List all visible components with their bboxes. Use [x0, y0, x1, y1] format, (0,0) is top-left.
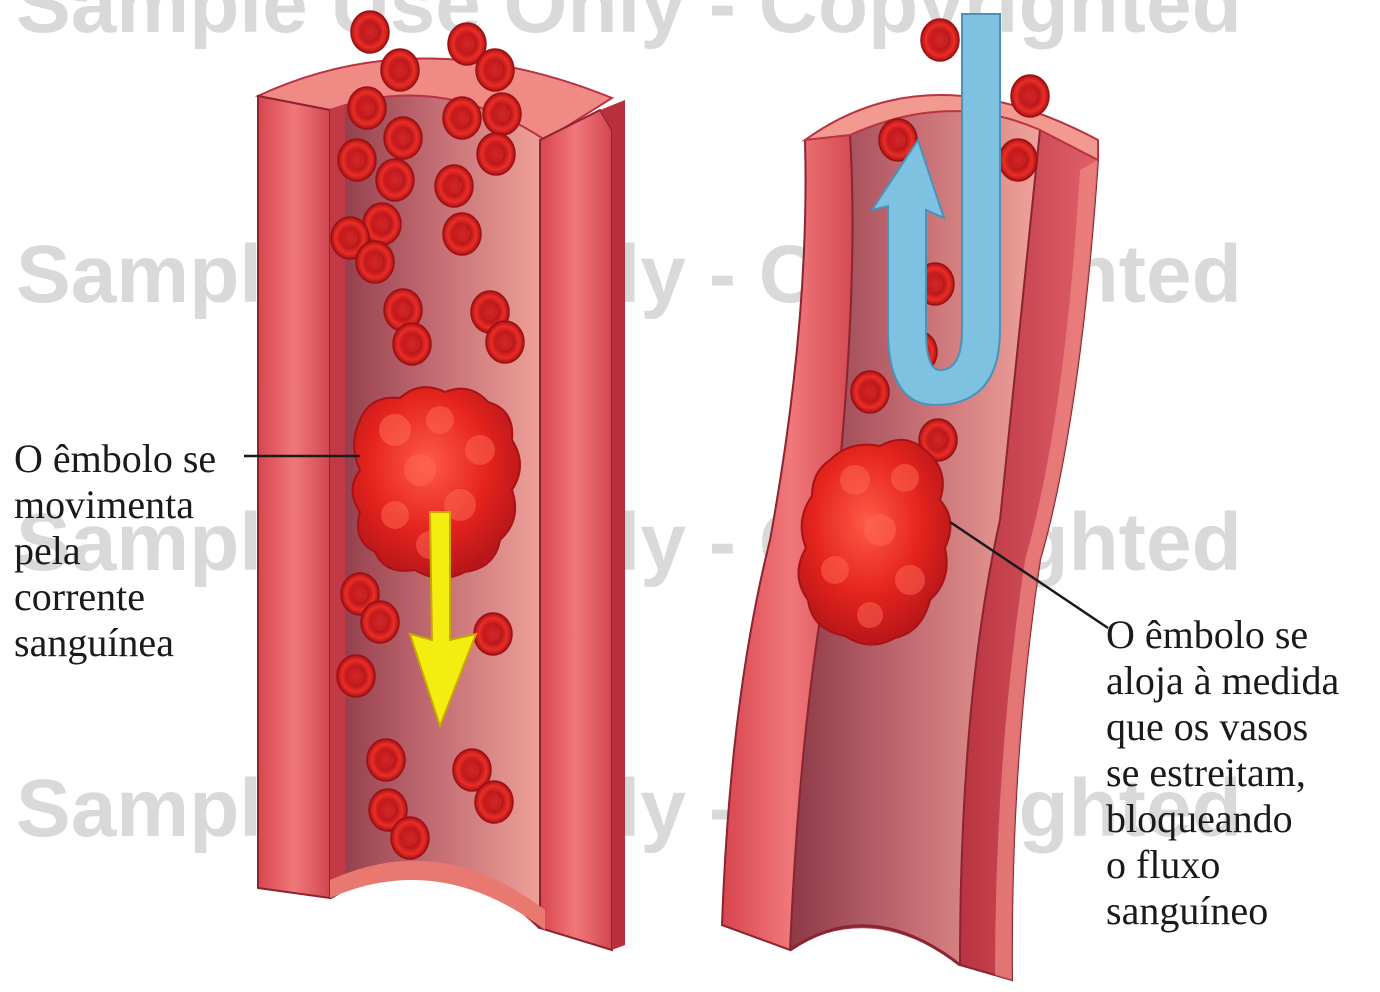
- red-blood-cell: [376, 159, 414, 201]
- vessel-wall: [258, 96, 330, 898]
- red-blood-cell: [486, 321, 524, 363]
- red-blood-cell: [391, 817, 429, 859]
- red-blood-cell: [435, 165, 473, 207]
- watermark-text: Sample Use Only - Copyrighted: [16, 763, 1242, 854]
- red-blood-cell: [337, 655, 375, 697]
- red-blood-cell: [338, 139, 376, 181]
- red-blood-cell: [476, 49, 514, 91]
- caption-line: corrente: [14, 574, 216, 620]
- clot-cell: [840, 465, 870, 495]
- caption-line: que os vasos: [1106, 704, 1339, 750]
- clot-cell: [857, 602, 883, 628]
- clot-cell: [465, 435, 495, 465]
- clot-cell: [821, 556, 849, 584]
- clot-cell: [426, 406, 454, 434]
- red-blood-cell: [483, 93, 521, 135]
- caption-line: bloqueando: [1106, 796, 1339, 842]
- caption-line: sanguínea: [14, 620, 216, 666]
- red-blood-cell: [393, 323, 431, 365]
- caption-embolus-lodged: O êmbolo se aloja à medida que os vasos …: [1106, 612, 1339, 934]
- caption-embolus-moving: O êmbolo se movimenta pela corrente sang…: [14, 436, 216, 666]
- red-blood-cell: [851, 371, 889, 413]
- caption-line: movimenta: [14, 482, 216, 528]
- clot-cell: [404, 454, 436, 486]
- red-blood-cell: [474, 613, 512, 655]
- red-blood-cell: [356, 241, 394, 283]
- red-blood-cell: [348, 87, 386, 129]
- clot-cell: [379, 414, 411, 446]
- caption-line: se estreitam,: [1106, 750, 1339, 796]
- red-blood-cell: [361, 601, 399, 643]
- caption-line: pela: [14, 528, 216, 574]
- red-blood-cell: [999, 139, 1037, 181]
- red-blood-cell: [475, 781, 513, 823]
- watermark-text: Sample Use Only - Copyrighted: [16, 0, 1242, 50]
- vessel-wall: [540, 110, 612, 950]
- red-blood-cell: [1011, 75, 1049, 117]
- caption-line: O êmbolo se: [14, 436, 216, 482]
- clot-cell: [891, 464, 919, 492]
- red-blood-cell: [384, 117, 422, 159]
- red-blood-cell: [921, 19, 959, 61]
- red-blood-cell: [351, 11, 389, 53]
- clot-cell: [895, 565, 925, 595]
- caption-line: O êmbolo se: [1106, 612, 1339, 658]
- caption-line: sanguíneo: [1106, 888, 1339, 934]
- caption-line: o fluxo: [1106, 842, 1339, 888]
- red-blood-cell: [443, 97, 481, 139]
- red-blood-cell: [381, 49, 419, 91]
- clot-cell: [381, 501, 409, 529]
- caption-line: aloja à medida: [1106, 658, 1339, 704]
- red-blood-cell: [443, 213, 481, 255]
- red-blood-cell: [477, 133, 515, 175]
- red-blood-cell: [367, 739, 405, 781]
- clot-cell: [864, 514, 896, 546]
